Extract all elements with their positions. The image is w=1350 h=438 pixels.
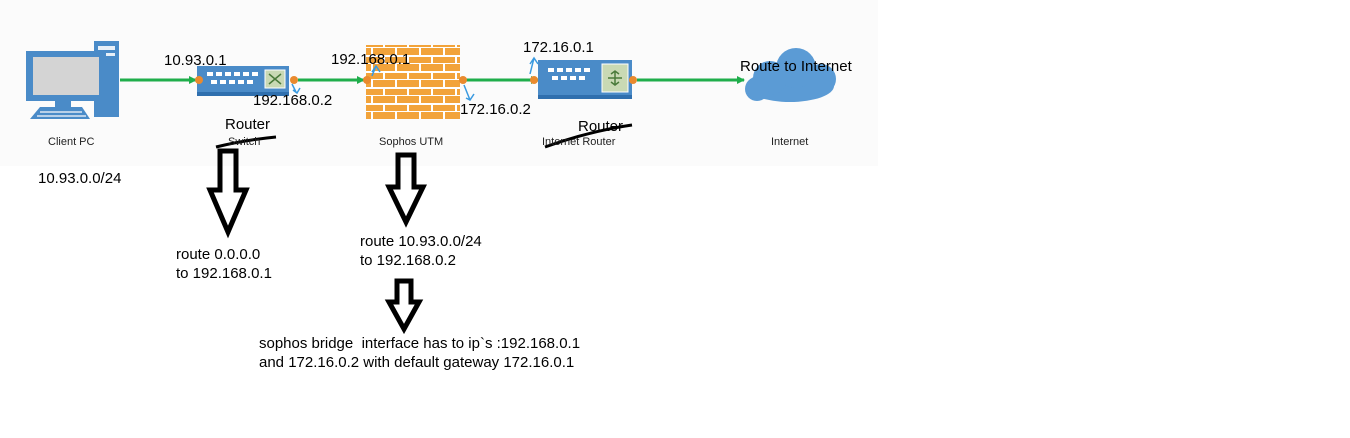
internet-caption: Internet xyxy=(771,136,809,148)
ip-pointer-icon xyxy=(291,83,301,95)
internet-router-label: Router xyxy=(578,118,624,135)
ip-pointer-icon xyxy=(463,84,475,101)
bridge-note: sophos bridge interface has to ip`s :192… xyxy=(259,335,581,371)
sophos-ip-left: 192.168.0.1 xyxy=(331,51,411,68)
sophos-route-note: route 10.93.0.0/24 to 192.168.0.2 xyxy=(360,233,482,269)
cloud-icon xyxy=(745,48,836,102)
internet-route-label: Route to Internet xyxy=(740,58,852,75)
switch-ip-left: 10.93.0.1 xyxy=(164,52,227,69)
down-arrow-sophos xyxy=(385,152,427,228)
switch-icon xyxy=(195,66,298,96)
client-pc-caption: Client PC xyxy=(48,136,95,148)
firewall-icon xyxy=(363,45,467,119)
router-icon xyxy=(530,60,637,99)
client-pc-icon xyxy=(26,41,119,119)
ip-pointer-icon xyxy=(371,64,381,77)
switch-router-label: Router xyxy=(225,116,271,133)
down-arrow-switch xyxy=(206,148,250,239)
down-arrow-bridge xyxy=(384,278,424,335)
switch-ip-right: 192.168.0.2 xyxy=(253,92,333,109)
ip-pointer-icon xyxy=(529,56,539,75)
internet-router-caption: Internet Router xyxy=(542,136,616,148)
internet-router-ip: 172.16.0.1 xyxy=(523,39,594,56)
strike-switch xyxy=(215,135,277,149)
switch-route-note: route 0.0.0.0 to 192.168.0.1 xyxy=(176,246,272,282)
strike-internet-router xyxy=(544,123,633,149)
switch-caption: Switch xyxy=(228,136,261,148)
client-subnet: 10.93.0.0/24 xyxy=(38,170,122,187)
sophos-ip-right: 172.16.0.2 xyxy=(460,101,531,118)
sophos-caption: Sophos UTM xyxy=(379,136,444,148)
